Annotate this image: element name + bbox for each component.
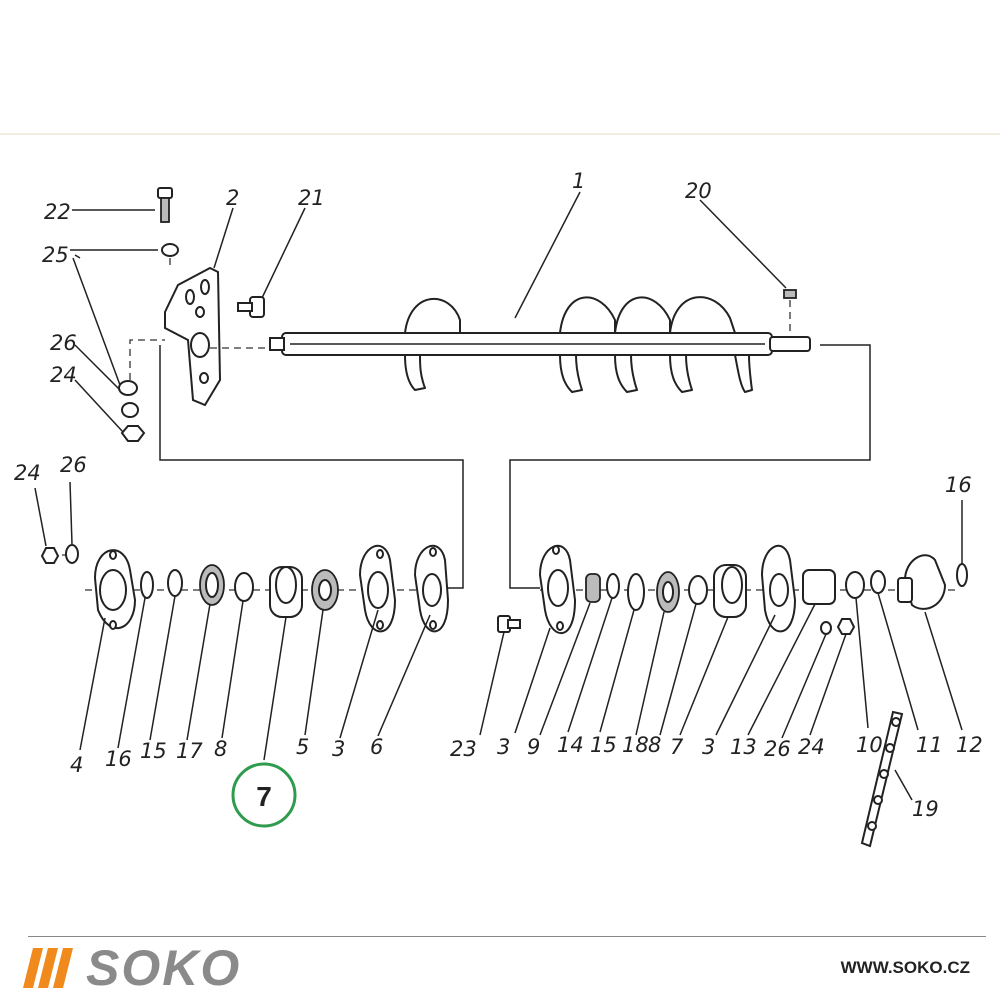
label-11: 11 — [916, 733, 943, 757]
housing-7 — [269, 566, 303, 618]
label-5: 5 — [296, 735, 309, 759]
circlip-16-right — [956, 563, 968, 587]
flange-3-right-2 — [760, 545, 797, 633]
ring-15-right — [627, 573, 645, 611]
housing-7-right — [713, 564, 747, 618]
label-3-right-2: 3 — [702, 735, 715, 759]
label-24-right: 24 — [798, 735, 825, 759]
washer-10 — [845, 571, 865, 599]
bearing-18 — [656, 571, 680, 613]
bolt-21 — [237, 296, 265, 318]
bolt-23 — [497, 615, 521, 633]
label-6: 6 — [370, 735, 383, 759]
spring-washer — [121, 402, 139, 418]
label-25: 25 — [42, 243, 69, 267]
label-4: 4 — [70, 753, 83, 777]
label-19: 19 — [912, 797, 939, 821]
label-10: 10 — [856, 733, 883, 757]
circlip-16 — [140, 571, 154, 599]
logo-wordmark: SOKO — [86, 940, 242, 996]
mounting-bracket — [164, 266, 222, 407]
label-20: 20 — [685, 179, 712, 203]
spacer-13 — [802, 569, 836, 605]
ring-8 — [234, 572, 254, 602]
label-9: 9 — [527, 735, 540, 759]
washer-11 — [870, 570, 886, 594]
auger-flights — [404, 296, 753, 393]
label-18: 18 — [622, 733, 649, 757]
washer-26-left — [65, 544, 79, 564]
highlight-label-7: 7 — [256, 781, 272, 812]
label-12: 12 — [956, 733, 983, 757]
label-1: 1 — [572, 169, 585, 193]
flange-4 — [93, 549, 137, 630]
nut-24-right — [836, 618, 856, 635]
label-17: 17 — [176, 739, 203, 763]
label-8: 8 — [214, 737, 227, 761]
label-2: 2 — [226, 186, 239, 210]
bearing-17 — [199, 564, 225, 606]
label-15-right: 15 — [590, 733, 617, 757]
label-26-left: 26 — [60, 453, 87, 477]
label-16: 16 — [105, 747, 132, 771]
label-26-right: 26 — [764, 737, 791, 761]
flange-3-right — [538, 544, 577, 635]
footer-divider — [28, 936, 986, 937]
washer-26 — [118, 380, 138, 396]
label-7-right: 7 — [670, 735, 684, 759]
auger-shaft — [269, 332, 811, 356]
seal-9 — [585, 573, 601, 603]
label-16-right-top: 16 — [945, 473, 972, 497]
washer-25 — [161, 243, 179, 257]
label-26-top: 26 — [50, 331, 77, 355]
flange-3-left — [358, 544, 397, 633]
logo-bars-icon — [23, 948, 73, 988]
soko-logo: SOKO — [23, 940, 242, 996]
nut-24 — [120, 425, 146, 442]
label-22: 22 — [44, 200, 71, 224]
label-13: 13 — [730, 735, 757, 759]
label-14: 14 — [557, 733, 584, 757]
roller-chain-19 — [860, 710, 904, 848]
label-21: 21 — [298, 186, 325, 210]
part-labels: 1 2 20 21 22 25 26 24 24 26 16 4 16 15 1… — [14, 169, 983, 821]
nut-24-left — [40, 547, 60, 564]
sprocket-12 — [897, 554, 947, 610]
washer-26-right — [820, 621, 832, 635]
flange-6 — [413, 544, 450, 633]
label-15: 15 — [140, 739, 167, 763]
label-3: 3 — [332, 737, 345, 761]
label-23: 23 — [450, 737, 477, 761]
bolt-22 — [157, 187, 173, 223]
highlight-part-7: 7 — [231, 762, 297, 828]
label-24-top: 24 — [50, 363, 77, 387]
website-link[interactable]: WWW.SOKO.CZ — [840, 958, 970, 977]
label-3-right: 3 — [497, 735, 510, 759]
label-8-right: 8 — [648, 733, 661, 757]
circlip-14 — [606, 573, 620, 599]
shaft-key — [783, 289, 797, 299]
ring-15 — [167, 569, 183, 597]
label-24-left: 24 — [14, 461, 41, 485]
ring-8-right — [688, 575, 708, 605]
bearing-5 — [311, 569, 339, 611]
